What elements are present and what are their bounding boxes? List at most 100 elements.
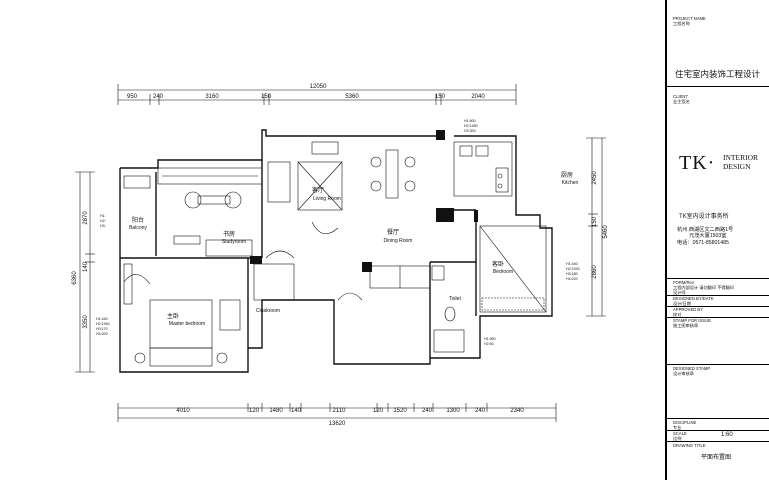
structural-columns bbox=[250, 130, 478, 272]
dim-top-2: 240 bbox=[153, 94, 164, 100]
client-value: 业主签名 bbox=[673, 99, 690, 104]
dim-bottom-11: 2340 bbox=[510, 408, 524, 414]
balcony-h1: H1: bbox=[100, 214, 106, 218]
toilet-h1: H1:950 bbox=[484, 337, 496, 341]
dim-left-3: 3350 bbox=[83, 315, 89, 329]
dim-bottom-9: 1300 bbox=[446, 408, 460, 414]
designed-by-value: 设计/日期 bbox=[673, 301, 691, 306]
dining-label-cn: 餐厅 bbox=[387, 228, 399, 236]
client-label: CLIENT bbox=[673, 94, 688, 99]
dim-bottom-4: 140 bbox=[291, 408, 302, 414]
drawing-title-value: 平面布置图 bbox=[701, 455, 732, 461]
master-h2: H2:1940 bbox=[96, 322, 110, 326]
discipline-label: DISCIPLINE bbox=[673, 420, 697, 425]
living-label-cn: 客厅 bbox=[312, 186, 324, 194]
discipline-value: 专业 bbox=[673, 425, 682, 430]
toilet-h2: H2:50 bbox=[484, 342, 494, 346]
dim-right-total: 5460 bbox=[603, 225, 609, 239]
dim-bottom-6: 120 bbox=[373, 408, 384, 414]
bedroom-label-cn: 客卧 bbox=[492, 260, 504, 268]
phone: 电话：0571-85801485 bbox=[677, 240, 729, 246]
dim-right-1: 2450 bbox=[592, 171, 598, 185]
stamp-issue-label: STAMP FOR ISSUE bbox=[673, 318, 711, 323]
divider bbox=[667, 430, 769, 431]
logo-design: DESIGN bbox=[723, 162, 751, 171]
dim-top-7: 2040 bbox=[471, 94, 485, 100]
dim-top-5: 5360 bbox=[345, 94, 359, 100]
bedroom-h2: H2:1930 bbox=[566, 267, 580, 271]
kitchen-h1: H1:900 bbox=[464, 119, 476, 123]
divider bbox=[667, 441, 769, 442]
master-bedroom-furniture bbox=[123, 263, 241, 367]
dim-top-6: 150 bbox=[435, 94, 446, 100]
kitchen-label-en: Kitchen bbox=[562, 180, 579, 186]
kitchen-label-cn: 厨房 bbox=[561, 171, 573, 179]
bedroom-furniture bbox=[431, 225, 547, 313]
dim-bottom-1: 4010 bbox=[176, 408, 190, 414]
study-label-cn: 书房 bbox=[223, 230, 235, 238]
project-name-label: PROJECT NAME bbox=[673, 16, 706, 21]
dim-top-3: 3160 bbox=[205, 94, 219, 100]
tk-logo: TK· INTERIOR DESIGN bbox=[679, 146, 769, 186]
dim-left-1: 2870 bbox=[83, 211, 89, 225]
master-label-en: Master bedroom bbox=[169, 321, 205, 327]
dim-bottom-total: 13620 bbox=[329, 421, 346, 427]
divider bbox=[667, 317, 769, 318]
bedroom-h1: H1:440 bbox=[566, 262, 578, 266]
designed-stamp-label: DESIGNED STAMP bbox=[673, 366, 711, 371]
dim-left-2: 140 bbox=[83, 261, 89, 272]
kitchen-furniture bbox=[453, 141, 513, 197]
bedroom-label-en: Bedroom bbox=[493, 269, 513, 275]
dim-bottom-10: 240 bbox=[475, 408, 486, 414]
form-value-1: 工程内部设计 请勿翻印 不得翻印 bbox=[673, 285, 734, 290]
dim-bottom-3: 1480 bbox=[269, 408, 283, 414]
toilet-label: Toilet bbox=[449, 296, 461, 302]
dining-label-en: Dining Room bbox=[384, 238, 413, 244]
dim-right-3: 2860 bbox=[592, 265, 598, 279]
divider bbox=[667, 418, 769, 419]
dim-bottom-5: 2110 bbox=[333, 408, 347, 414]
dining-furniture bbox=[369, 149, 431, 289]
title-block: PROJECT NAME 工程名称 住宅室内装饰工程设计 CLIENT 业主签名… bbox=[665, 0, 769, 480]
approved-by-value: 校对 bbox=[673, 312, 682, 317]
master-h4: H4:200 bbox=[96, 332, 108, 336]
living-label-en: Living Room bbox=[313, 196, 341, 202]
designed-stamp-value: 设计审核章 bbox=[673, 371, 694, 376]
master-h3: H3:170 bbox=[96, 327, 108, 331]
dim-left-total: 6360 bbox=[72, 271, 78, 285]
master-label-cn: 主卧 bbox=[167, 312, 179, 320]
dim-top-total: 12050 bbox=[310, 84, 327, 90]
dim-bottom-2: 120 bbox=[249, 408, 260, 414]
logo-interior: INTERIOR bbox=[723, 153, 758, 162]
address-line-1: 杭州.西湖区文二西路1号 bbox=[677, 227, 734, 233]
divider bbox=[667, 278, 769, 279]
bedroom-h4: H4:220 bbox=[566, 277, 578, 281]
divider bbox=[667, 306, 769, 307]
dim-top-1: 950 bbox=[127, 94, 138, 100]
balcony-label-en: Balcony bbox=[129, 225, 147, 231]
master-h1: H1:440 bbox=[96, 317, 108, 321]
scale-value: 1:60 bbox=[721, 432, 733, 438]
designed-by-label: DESIGNED BY/DATE bbox=[673, 296, 714, 301]
cloak-label: Cloakroom bbox=[256, 308, 280, 314]
project-name-value: 工程名称 bbox=[673, 21, 690, 26]
divider bbox=[667, 295, 769, 296]
study-furniture bbox=[123, 167, 263, 257]
dim-bottom-7: 1520 bbox=[393, 408, 407, 414]
scale-label: SCALE bbox=[673, 431, 687, 436]
kitchen-h3: H3:300 bbox=[464, 129, 476, 133]
left-dimension-chain: 6360 2870 140 3350 bbox=[72, 171, 95, 373]
floor-plan: 12050 950 240 3160 150 5360 150 2040 401… bbox=[72, 84, 609, 427]
balcony-h3: H3: bbox=[100, 224, 106, 228]
dim-top-4: 150 bbox=[261, 94, 272, 100]
bottom-dimension-chain: 4010 120 1480 140 2110 120 1520 240 1300… bbox=[117, 403, 557, 427]
balcony-label-cn: 阳台 bbox=[132, 216, 144, 224]
bedroom-h3: H3:180 bbox=[566, 272, 578, 276]
study-label-en: Studyroom bbox=[222, 239, 246, 245]
right-dimension-chain: 2450 150 2860 5460 bbox=[586, 137, 609, 317]
dim-right-2: 150 bbox=[592, 216, 598, 227]
form-label: FORM/Rev bbox=[673, 280, 694, 285]
living-furniture bbox=[267, 141, 343, 235]
company-name: TK室内设计事务所 bbox=[679, 214, 729, 220]
project-title: 住宅室内装饰工程设计 bbox=[675, 69, 761, 79]
